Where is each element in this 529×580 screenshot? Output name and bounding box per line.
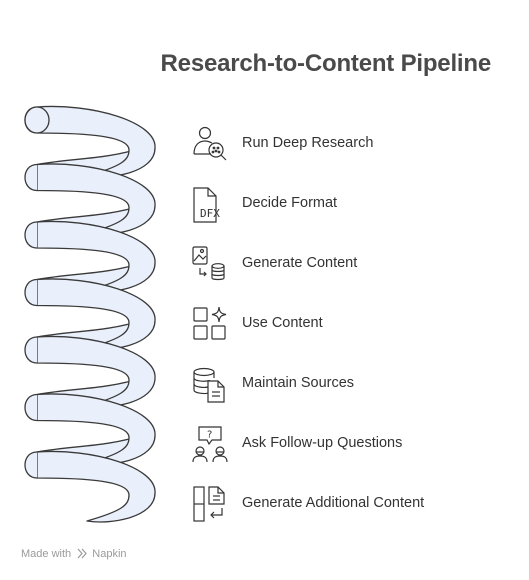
coil-front-band	[36, 450, 156, 523]
step-generate-content: Generate Content	[190, 244, 510, 294]
columns-document-icon	[193, 486, 225, 522]
step-label: Maintain Sources	[242, 375, 355, 391]
question-mark-text: ?	[207, 430, 212, 441]
step-label: Generate Additional Content	[242, 495, 425, 511]
coil-left-edge	[24, 163, 38, 192]
step-maintain-sources: Maintain Sources	[190, 364, 510, 414]
step-generate-additional-content: Generate Additional Content	[190, 484, 510, 534]
step-label: Generate Content	[242, 255, 358, 271]
brand-name: Napkin	[92, 548, 127, 560]
coil-left-edge	[24, 451, 38, 479]
step-label: Decide Format	[242, 195, 338, 211]
step-run-deep-research: Run Deep Research	[190, 124, 510, 174]
researcher-magnifier-icon	[193, 126, 227, 161]
dfx-file-icon: DFX	[193, 187, 220, 223]
step-decide-format: DFX Decide Format	[190, 184, 510, 234]
grid-sparkle-icon	[193, 306, 227, 340]
coil-left-edge	[24, 336, 38, 364]
dfx-text: DFX	[200, 207, 220, 220]
page-title: Research-to-Content Pipeline	[160, 50, 492, 77]
coil-left-edge	[24, 393, 38, 422]
image-database-icon	[192, 246, 225, 281]
step-label: Use Content	[242, 315, 323, 331]
made-with-text: Made with	[21, 548, 72, 560]
coil-left-edge	[24, 221, 38, 249]
footer-credit: Made with Napkin	[21, 548, 127, 560]
coil-top-opening	[24, 106, 50, 134]
step-ask-follow-up-questions: ? Ask Follow-up Questions	[190, 424, 510, 474]
step-use-content: Use Content	[190, 304, 510, 354]
step-label: Run Deep Research	[242, 135, 374, 151]
napkin-logo-icon	[77, 548, 88, 559]
coil-left-edge	[24, 278, 38, 307]
question-people-icon: ?	[192, 426, 228, 463]
step-label: Ask Follow-up Questions	[242, 435, 403, 451]
database-document-icon	[193, 367, 225, 403]
